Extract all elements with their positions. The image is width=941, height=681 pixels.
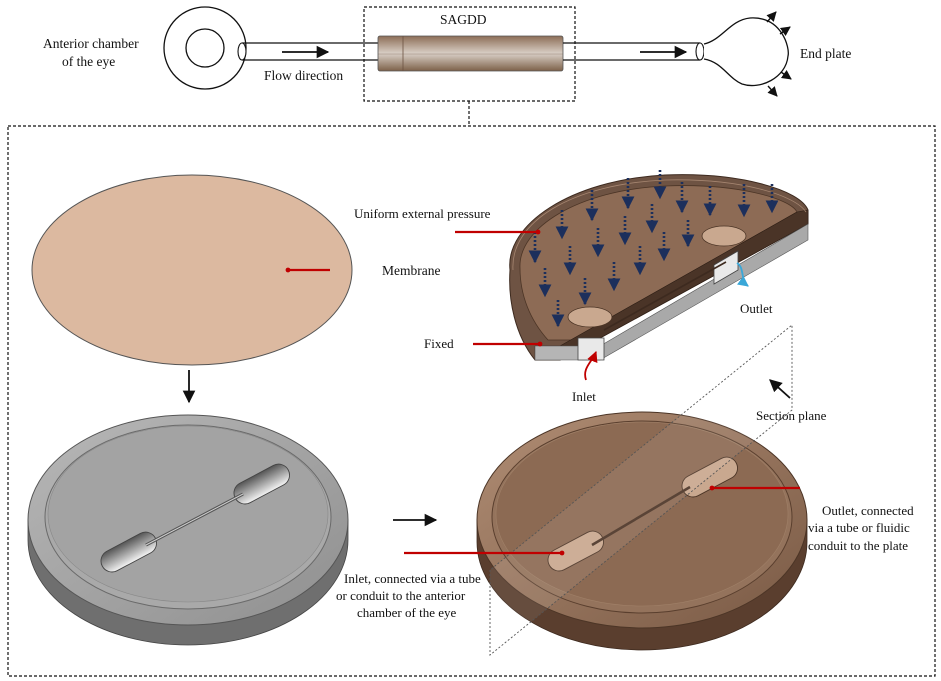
outlet-flow-arrow — [736, 262, 749, 287]
membrane — [31, 174, 353, 366]
eye-icon — [163, 6, 247, 90]
membrane-leader — [285, 267, 330, 273]
end-plate-icon — [703, 17, 789, 87]
outlet-connected-leader — [709, 485, 800, 491]
inlet-connected-label-2: or conduit to the anterior — [336, 588, 466, 603]
detail-box — [7, 125, 936, 677]
end-plate-arrows — [766, 11, 792, 97]
anterior-chamber-label-2: of the eye — [62, 54, 115, 69]
membrane-label: Membrane — [382, 263, 440, 278]
section-plane — [489, 324, 793, 656]
outlet-connected-label-2: via a tube or fluidic — [808, 520, 910, 535]
inlet-connected-leader — [404, 550, 565, 556]
uniform-pressure-leader — [455, 229, 541, 235]
uniform-pressure-label: Uniform external pressure — [354, 206, 491, 221]
inlet-label: Inlet — [572, 389, 596, 404]
end-plate-label: End plate — [800, 46, 851, 61]
fixed-label: Fixed — [424, 336, 454, 351]
flow-direction-label: Flow direction — [264, 68, 343, 83]
inlet-flow-arrow — [584, 350, 598, 381]
outlet-connected-label-3: conduit to the plate — [808, 538, 908, 553]
inlet-connected-label-3: chamber of the eye — [357, 605, 456, 620]
anterior-chamber-label-1: Anterior chamber — [43, 36, 139, 51]
cross-section — [509, 174, 809, 361]
section-plane-arrow — [769, 379, 791, 399]
sagdd-device-icon — [377, 35, 564, 72]
sagdd-label: SAGDD — [440, 12, 487, 27]
housing-disk — [27, 414, 349, 646]
outlet-connected-label-1: Outlet, connected — [822, 503, 914, 518]
pressure-arrows — [528, 170, 779, 328]
top-schematic: Anterior chamber of the eye Flow directi… — [43, 6, 851, 126]
section-plane-label: Section plane — [756, 408, 827, 423]
fixed-leader — [473, 341, 543, 347]
assembled-disk — [476, 324, 808, 656]
inlet-connected-label-1: Inlet, connected via a tube — [344, 571, 481, 586]
tube-left — [237, 42, 378, 61]
outlet-label: Outlet — [740, 301, 773, 316]
